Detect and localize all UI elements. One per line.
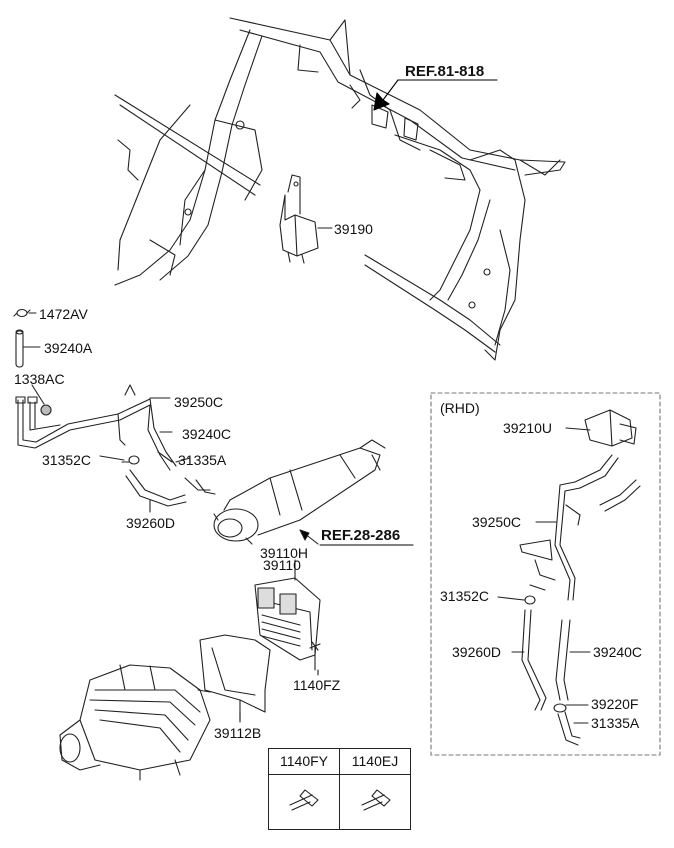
bolt-1140FZ [309, 641, 321, 671]
clip-1472AV [13, 308, 37, 318]
front-module-frame [114, 17, 566, 361]
grommet-1338AC [31, 384, 52, 416]
part-39240A-label: 39240A [44, 340, 93, 356]
rhd-part-31352C-label: 31352C [440, 588, 490, 604]
part-39112B-label: 39112B [214, 725, 262, 741]
part-39240C-label: 39240C [182, 426, 232, 442]
part-39250C-label: 39250C [174, 394, 224, 410]
part-39190-label: 39190 [334, 221, 373, 237]
bracket-39112B [197, 634, 271, 721]
relay-39190 [279, 174, 331, 264]
ref-81-818-label: REF.81-818 [405, 63, 485, 80]
part-1472AV-label: 1472AV [39, 306, 88, 322]
hose-assembly [15, 384, 216, 507]
part-1338AC-label: 1338AC [14, 371, 65, 387]
rhd-part-39240C-label: 39240C [593, 644, 643, 660]
part-39110-label: 39110 [263, 557, 301, 573]
part-39260D-label: 39260D [126, 515, 176, 531]
part-1140FZ-label: 1140FZ [293, 677, 341, 693]
part-31352C-label: 31352C [42, 452, 92, 468]
bolt-1140EJ [361, 789, 391, 811]
bolt-1140FY [289, 789, 319, 811]
fastener-table: 1140FY 1140EJ [268, 748, 411, 830]
fastener-col-1140FY: 1140FY [269, 749, 339, 775]
part-31335A-label: 31335A [178, 452, 227, 468]
catalytic-converter-39110H [213, 439, 386, 545]
tube-39240A [15, 329, 41, 368]
fastener-col-1140EJ: 1140EJ [340, 749, 410, 775]
rhd-assembly [497, 409, 641, 746]
fastener-table-divider [339, 749, 340, 829]
rhd-part-39210U-label: 39210U [503, 420, 553, 436]
rhd-title: (RHD) [440, 400, 480, 416]
rhd-part-31335A-label: 31335A [591, 715, 640, 731]
rhd-part-39260D-label: 39260D [452, 644, 502, 660]
part-39110H-label: 39110H [260, 545, 309, 561]
ecu-39110 [254, 571, 321, 661]
rhd-part-39250C-label: 39250C [472, 514, 522, 530]
rhd-part-39220F-label: 39220F [591, 696, 639, 712]
ref-28-286-label: REF.28-286 [321, 527, 401, 544]
air-cleaner [59, 664, 211, 781]
